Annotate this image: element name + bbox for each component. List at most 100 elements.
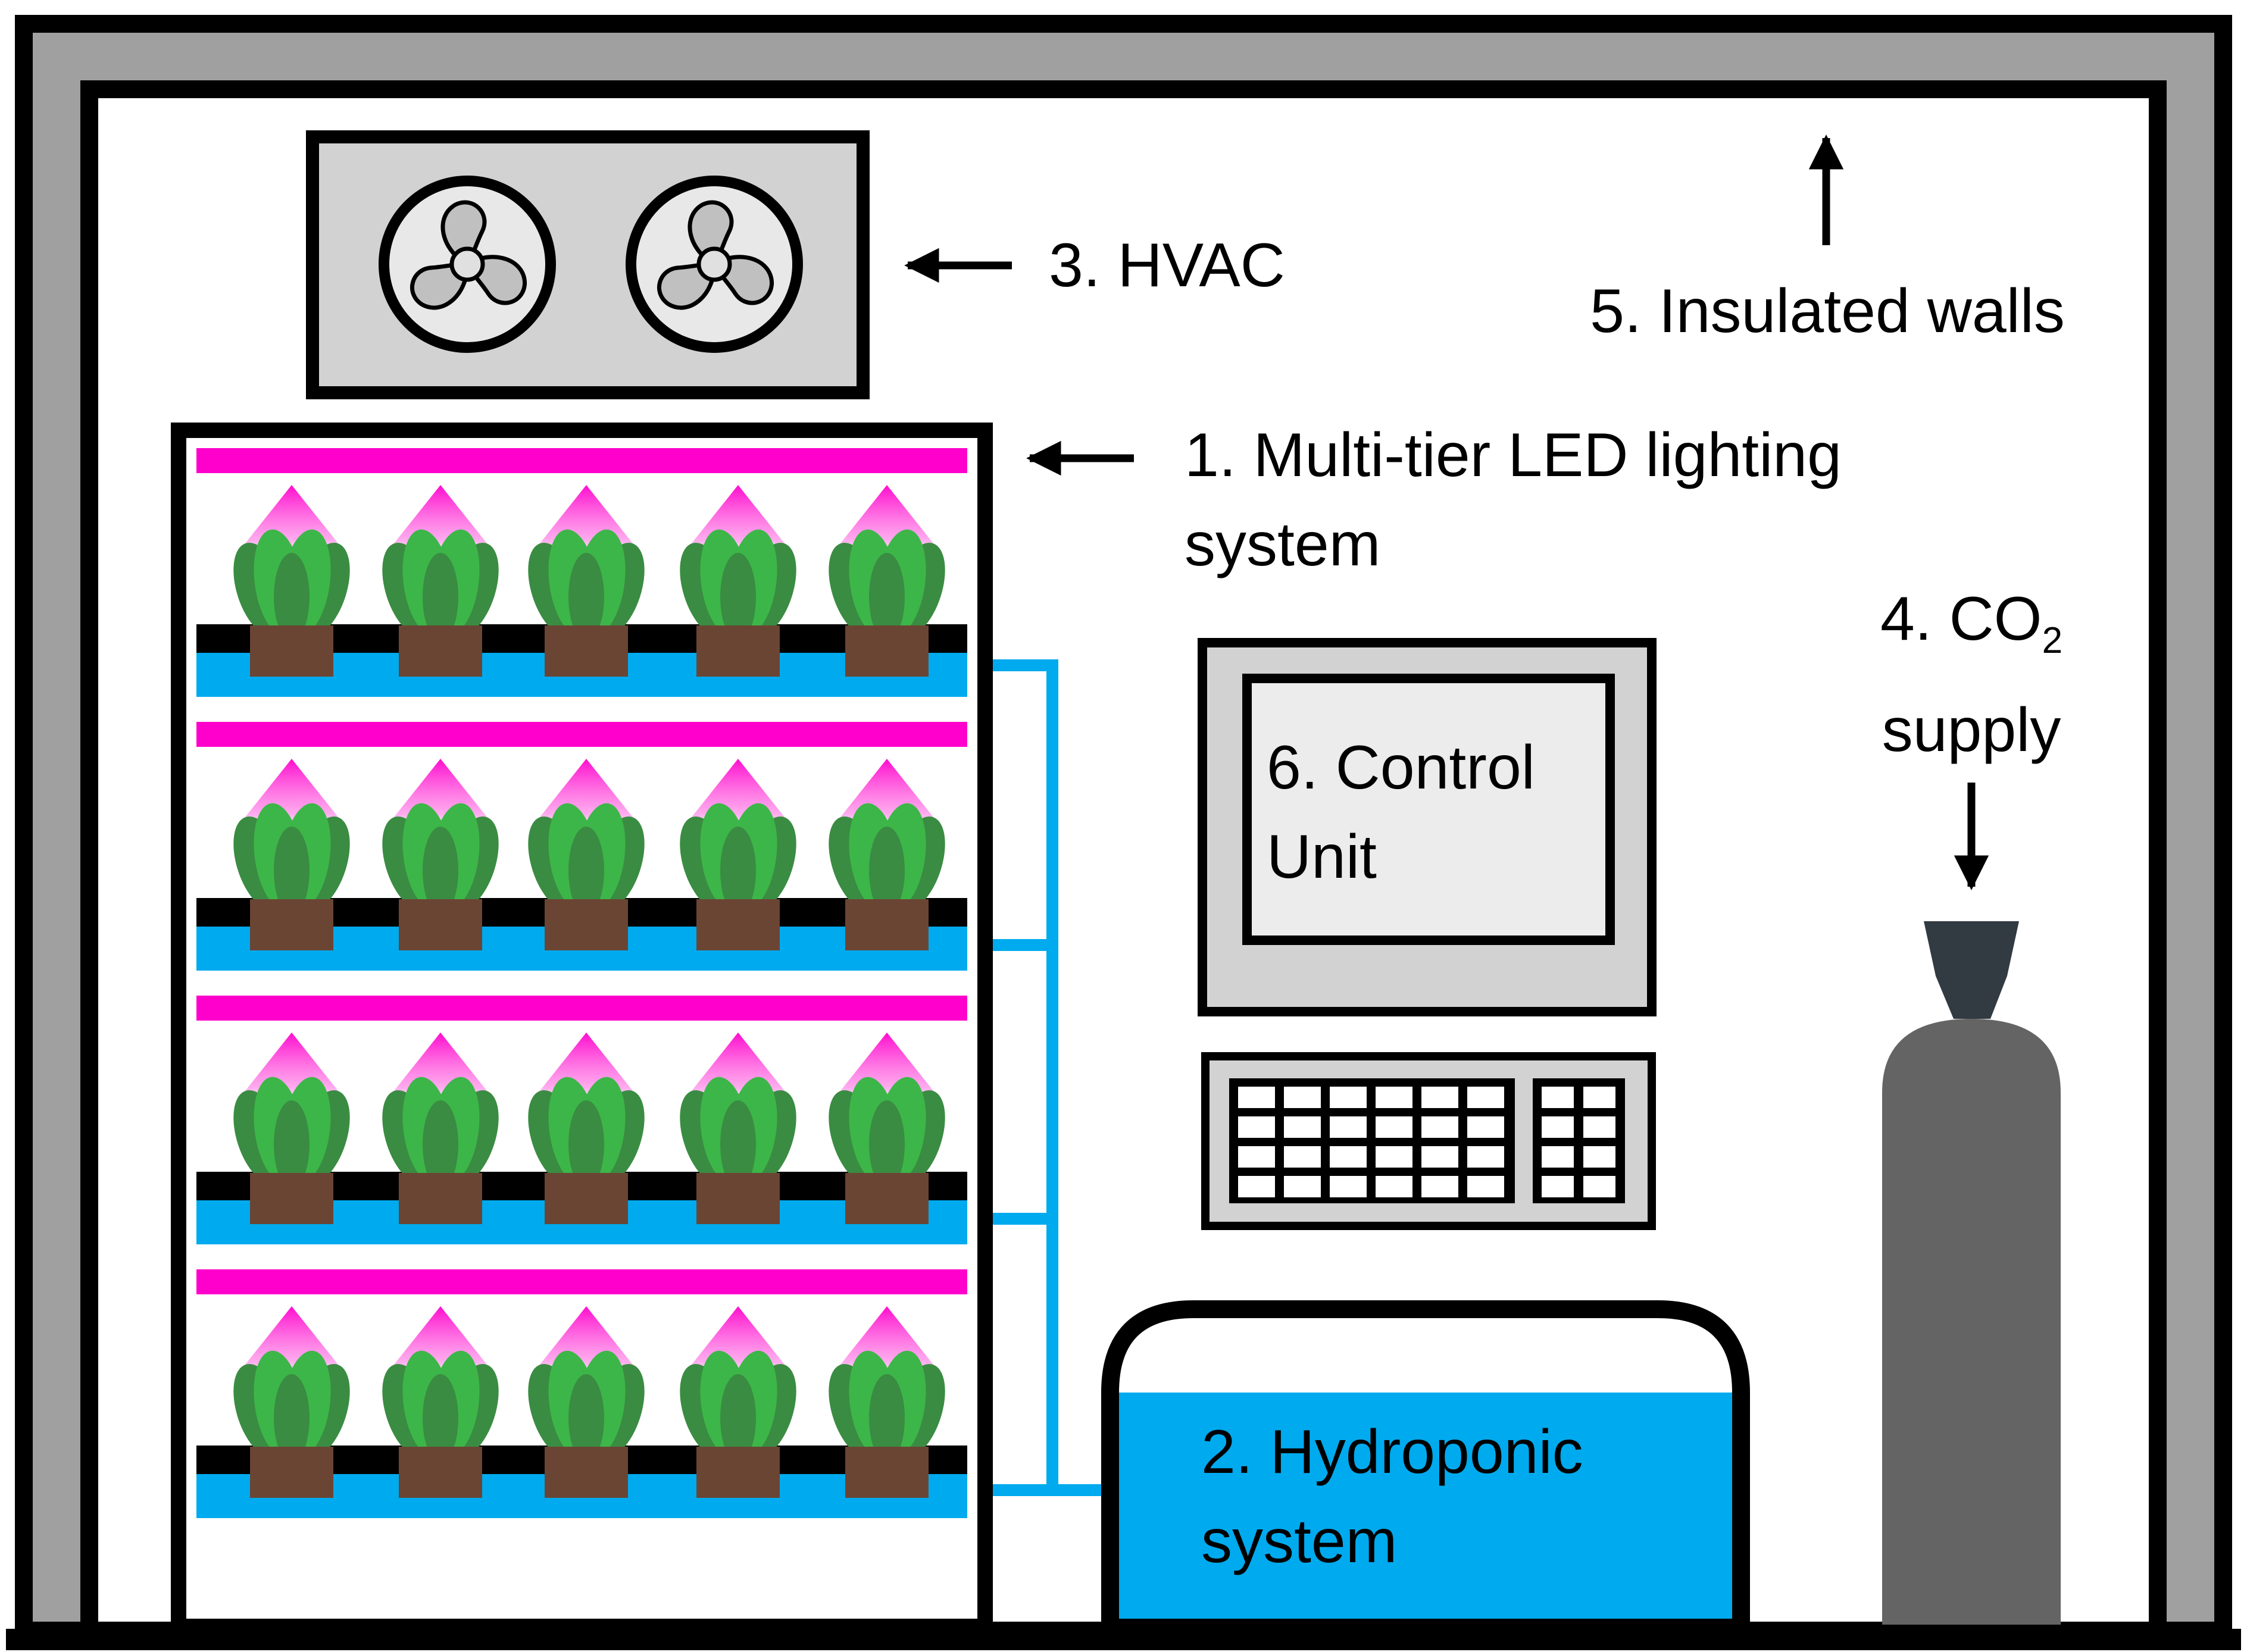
led-label-line2: system bbox=[1185, 510, 1381, 579]
keyboard-key bbox=[1330, 1176, 1367, 1197]
plant-pot bbox=[696, 1447, 780, 1498]
shelf-rack bbox=[171, 423, 993, 1634]
keyboard-key bbox=[1284, 1146, 1321, 1168]
plant-icon bbox=[680, 759, 796, 950]
plant-pot bbox=[250, 1447, 333, 1498]
plant-pot bbox=[250, 899, 333, 950]
fan-icon bbox=[379, 176, 556, 353]
leaf bbox=[720, 1374, 756, 1462]
control-monitor bbox=[1198, 638, 1657, 1016]
plant-pot bbox=[696, 1173, 780, 1224]
keyboard-key bbox=[1284, 1176, 1321, 1197]
keyboard-key bbox=[1421, 1116, 1458, 1138]
leaf bbox=[568, 1374, 604, 1462]
led-light-bar bbox=[196, 722, 967, 747]
keyboard-key bbox=[1330, 1146, 1367, 1168]
plant-icon bbox=[829, 1032, 945, 1224]
co2-label-line1: 4. CO2 bbox=[1817, 574, 2126, 686]
plant-pot bbox=[399, 625, 482, 677]
plant-icon bbox=[829, 485, 945, 677]
plant-icon bbox=[233, 485, 350, 677]
plant-pot bbox=[845, 625, 929, 677]
plant-icon bbox=[528, 1306, 645, 1498]
plant-pot bbox=[545, 1173, 628, 1224]
insulated-walls-label: 5. Insulated walls bbox=[1590, 277, 2065, 346]
keyboard-key bbox=[1330, 1087, 1367, 1108]
plant-icon bbox=[382, 485, 499, 677]
leaf bbox=[568, 1100, 604, 1188]
co2-label-subscript: 2 bbox=[2042, 620, 2063, 661]
keyboard bbox=[1201, 1052, 1656, 1230]
plant-pot bbox=[399, 1173, 482, 1224]
keypad-key bbox=[1583, 1146, 1615, 1168]
keyboard-key bbox=[1284, 1087, 1321, 1108]
keyboard-key bbox=[1284, 1116, 1321, 1138]
plant-pot bbox=[845, 1173, 929, 1224]
leaf bbox=[869, 827, 905, 915]
leaf bbox=[423, 553, 458, 641]
control-label-line1: 6. Control bbox=[1267, 733, 1535, 802]
leaf bbox=[568, 827, 604, 915]
keyboard-key bbox=[1467, 1176, 1504, 1197]
leaf bbox=[720, 1100, 756, 1188]
shelf-tier bbox=[196, 722, 967, 971]
plant-icon bbox=[680, 1306, 796, 1498]
keyboard-key bbox=[1467, 1116, 1504, 1138]
hydroponic-reservoir bbox=[1101, 1300, 1750, 1637]
keyboard-key bbox=[1421, 1146, 1458, 1168]
shelf-tier bbox=[196, 1269, 967, 1518]
keypad-key bbox=[1583, 1116, 1615, 1138]
plant-pot bbox=[545, 899, 628, 950]
plant-pot bbox=[545, 1447, 628, 1498]
leaf bbox=[720, 827, 756, 915]
plant-pot bbox=[250, 1173, 333, 1224]
co2-supply-label: 4. CO2 supply bbox=[1817, 574, 2126, 775]
keyboard-key bbox=[1330, 1116, 1367, 1138]
leaf bbox=[274, 827, 310, 915]
keyboard-key bbox=[1467, 1146, 1504, 1168]
plant-icon bbox=[829, 1306, 945, 1498]
leaf bbox=[423, 827, 458, 915]
plant-pot bbox=[696, 625, 780, 677]
plant-icon bbox=[233, 1032, 350, 1224]
leaf bbox=[274, 1374, 310, 1462]
keyboard-key bbox=[1376, 1087, 1412, 1108]
co2-cylinder bbox=[1882, 921, 2061, 1625]
leaf bbox=[568, 553, 604, 641]
plant-pot bbox=[545, 625, 628, 677]
co2-label-prefix: 4. CO bbox=[1880, 584, 2042, 653]
plant-pot bbox=[845, 899, 929, 950]
plant-icon bbox=[680, 1032, 796, 1224]
led-light-bar bbox=[196, 996, 967, 1021]
hvac-label: 3. HVAC bbox=[1049, 231, 1285, 300]
shelf-tier bbox=[196, 996, 967, 1244]
keyboard-key bbox=[1376, 1116, 1412, 1138]
plant-icon bbox=[233, 1306, 350, 1498]
keypad-key bbox=[1542, 1146, 1574, 1168]
leaf bbox=[274, 553, 310, 641]
plant-pot bbox=[696, 899, 780, 950]
keyboard-key bbox=[1376, 1176, 1412, 1197]
plant-icon bbox=[829, 759, 945, 950]
control-unit-label: 6. Control Unit bbox=[1267, 723, 1535, 902]
keyboard-key bbox=[1376, 1146, 1412, 1168]
keypad-key bbox=[1542, 1116, 1574, 1138]
plant-icon bbox=[382, 1032, 499, 1224]
led-lighting-label: 1. Multi-tier LED lighting system bbox=[1185, 411, 1842, 589]
plant-icon bbox=[680, 485, 796, 677]
control-label-line2: Unit bbox=[1267, 822, 1377, 891]
hydroponic-label: 2. Hydroponic system bbox=[1201, 1407, 1583, 1586]
leaf bbox=[869, 1100, 905, 1188]
hydro-label-line1: 2. Hydroponic bbox=[1201, 1418, 1583, 1487]
keyboard-key bbox=[1238, 1087, 1275, 1108]
co2-label-line2: supply bbox=[1882, 695, 2061, 765]
leaf bbox=[869, 1374, 905, 1462]
shelf-tier bbox=[196, 448, 967, 697]
plant-icon bbox=[382, 1306, 499, 1498]
keypad-key bbox=[1542, 1087, 1574, 1108]
keyboard-key bbox=[1238, 1146, 1275, 1168]
keypad-key bbox=[1583, 1176, 1615, 1197]
keypad-key bbox=[1583, 1087, 1615, 1108]
leaf bbox=[720, 553, 756, 641]
